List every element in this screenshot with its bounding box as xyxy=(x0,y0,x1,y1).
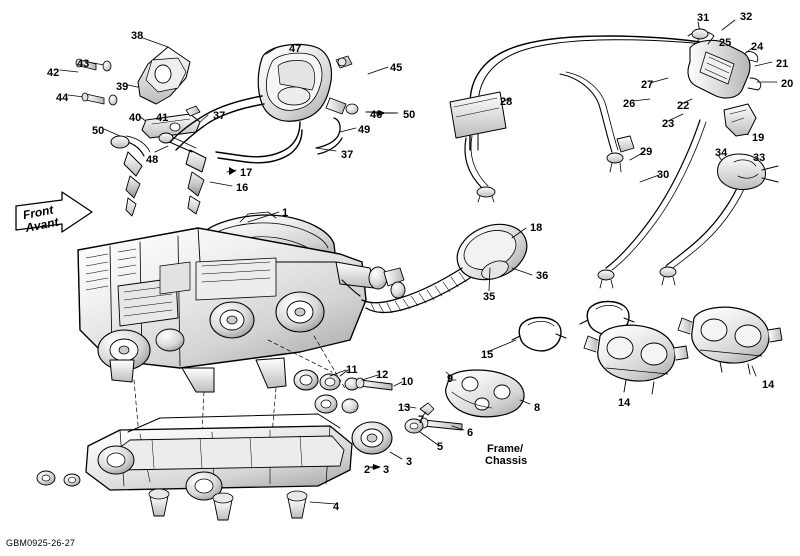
callout-number: 50 xyxy=(403,109,416,121)
callout-number: 37 xyxy=(213,110,226,122)
callout-number: 13 xyxy=(398,402,411,414)
diagram-label: Chassis xyxy=(485,455,528,467)
callout-number: 29 xyxy=(640,146,653,158)
callout-number: 48 xyxy=(146,154,159,166)
callout-number: 3 xyxy=(406,456,413,468)
callout-number: 32 xyxy=(740,11,753,23)
callout-number: 6 xyxy=(467,427,474,439)
callout-number: 39 xyxy=(116,81,129,93)
callout-number: 15 xyxy=(481,349,494,361)
callout-number: 43 xyxy=(77,58,90,70)
diagram-label: Frame/ xyxy=(487,443,524,455)
callout-number: 42 xyxy=(47,67,60,79)
callout-number: 46 xyxy=(370,109,383,121)
callout-number: 37 xyxy=(341,149,354,161)
callout-number: 10 xyxy=(401,376,414,388)
callout-number: 47 xyxy=(289,43,302,55)
callout-number: 25 xyxy=(719,37,732,49)
callout-number: 30 xyxy=(657,169,670,181)
callout-number: 34 xyxy=(715,147,728,159)
callout-number: 44 xyxy=(56,92,69,104)
callout-number: 38 xyxy=(131,30,144,42)
callout-number: 9 xyxy=(447,373,454,385)
callout-number: 21 xyxy=(776,58,789,70)
callout-number: 12 xyxy=(376,369,389,381)
callout-number: 1 xyxy=(282,207,289,219)
callout-number: 18 xyxy=(530,222,543,234)
callout-number: 41 xyxy=(156,112,169,124)
callout-number: 23 xyxy=(662,118,675,130)
callout-number: 28 xyxy=(500,96,513,108)
callout-number: 14 xyxy=(762,379,775,391)
callout-number: 45 xyxy=(390,62,403,74)
diagram-code: GBM0925-26-27 xyxy=(6,538,76,548)
callout-number: 14 xyxy=(618,397,631,409)
callout-number: 50 xyxy=(92,125,105,137)
front-direction-marker: Front Avant xyxy=(8,192,100,250)
callout-number: 49 xyxy=(358,124,371,136)
callout-number: 26 xyxy=(623,98,636,110)
callout-number: 36 xyxy=(536,270,549,282)
callout-number: 33 xyxy=(753,152,766,164)
callout-number: 27 xyxy=(641,79,654,91)
callout-number: 4 xyxy=(333,501,340,513)
callout-number: 8 xyxy=(534,402,541,414)
callout-number: 40 xyxy=(129,112,142,124)
callout-number: 5 xyxy=(437,441,444,453)
callout-number: 20 xyxy=(781,78,794,90)
callout-number: 31 xyxy=(697,12,710,24)
callout-number: 11 xyxy=(346,364,358,376)
callout-number: 19 xyxy=(752,132,765,144)
callout-number: 2 xyxy=(364,464,371,476)
callout-number: 7 xyxy=(418,414,425,426)
callout-number: 16 xyxy=(236,182,249,194)
callout-number: 3 xyxy=(383,464,390,476)
callout-number: 35 xyxy=(483,291,496,303)
callout-number: 22 xyxy=(677,100,690,112)
callout-number: 24 xyxy=(751,41,764,53)
callout-number: 17 xyxy=(240,167,253,179)
